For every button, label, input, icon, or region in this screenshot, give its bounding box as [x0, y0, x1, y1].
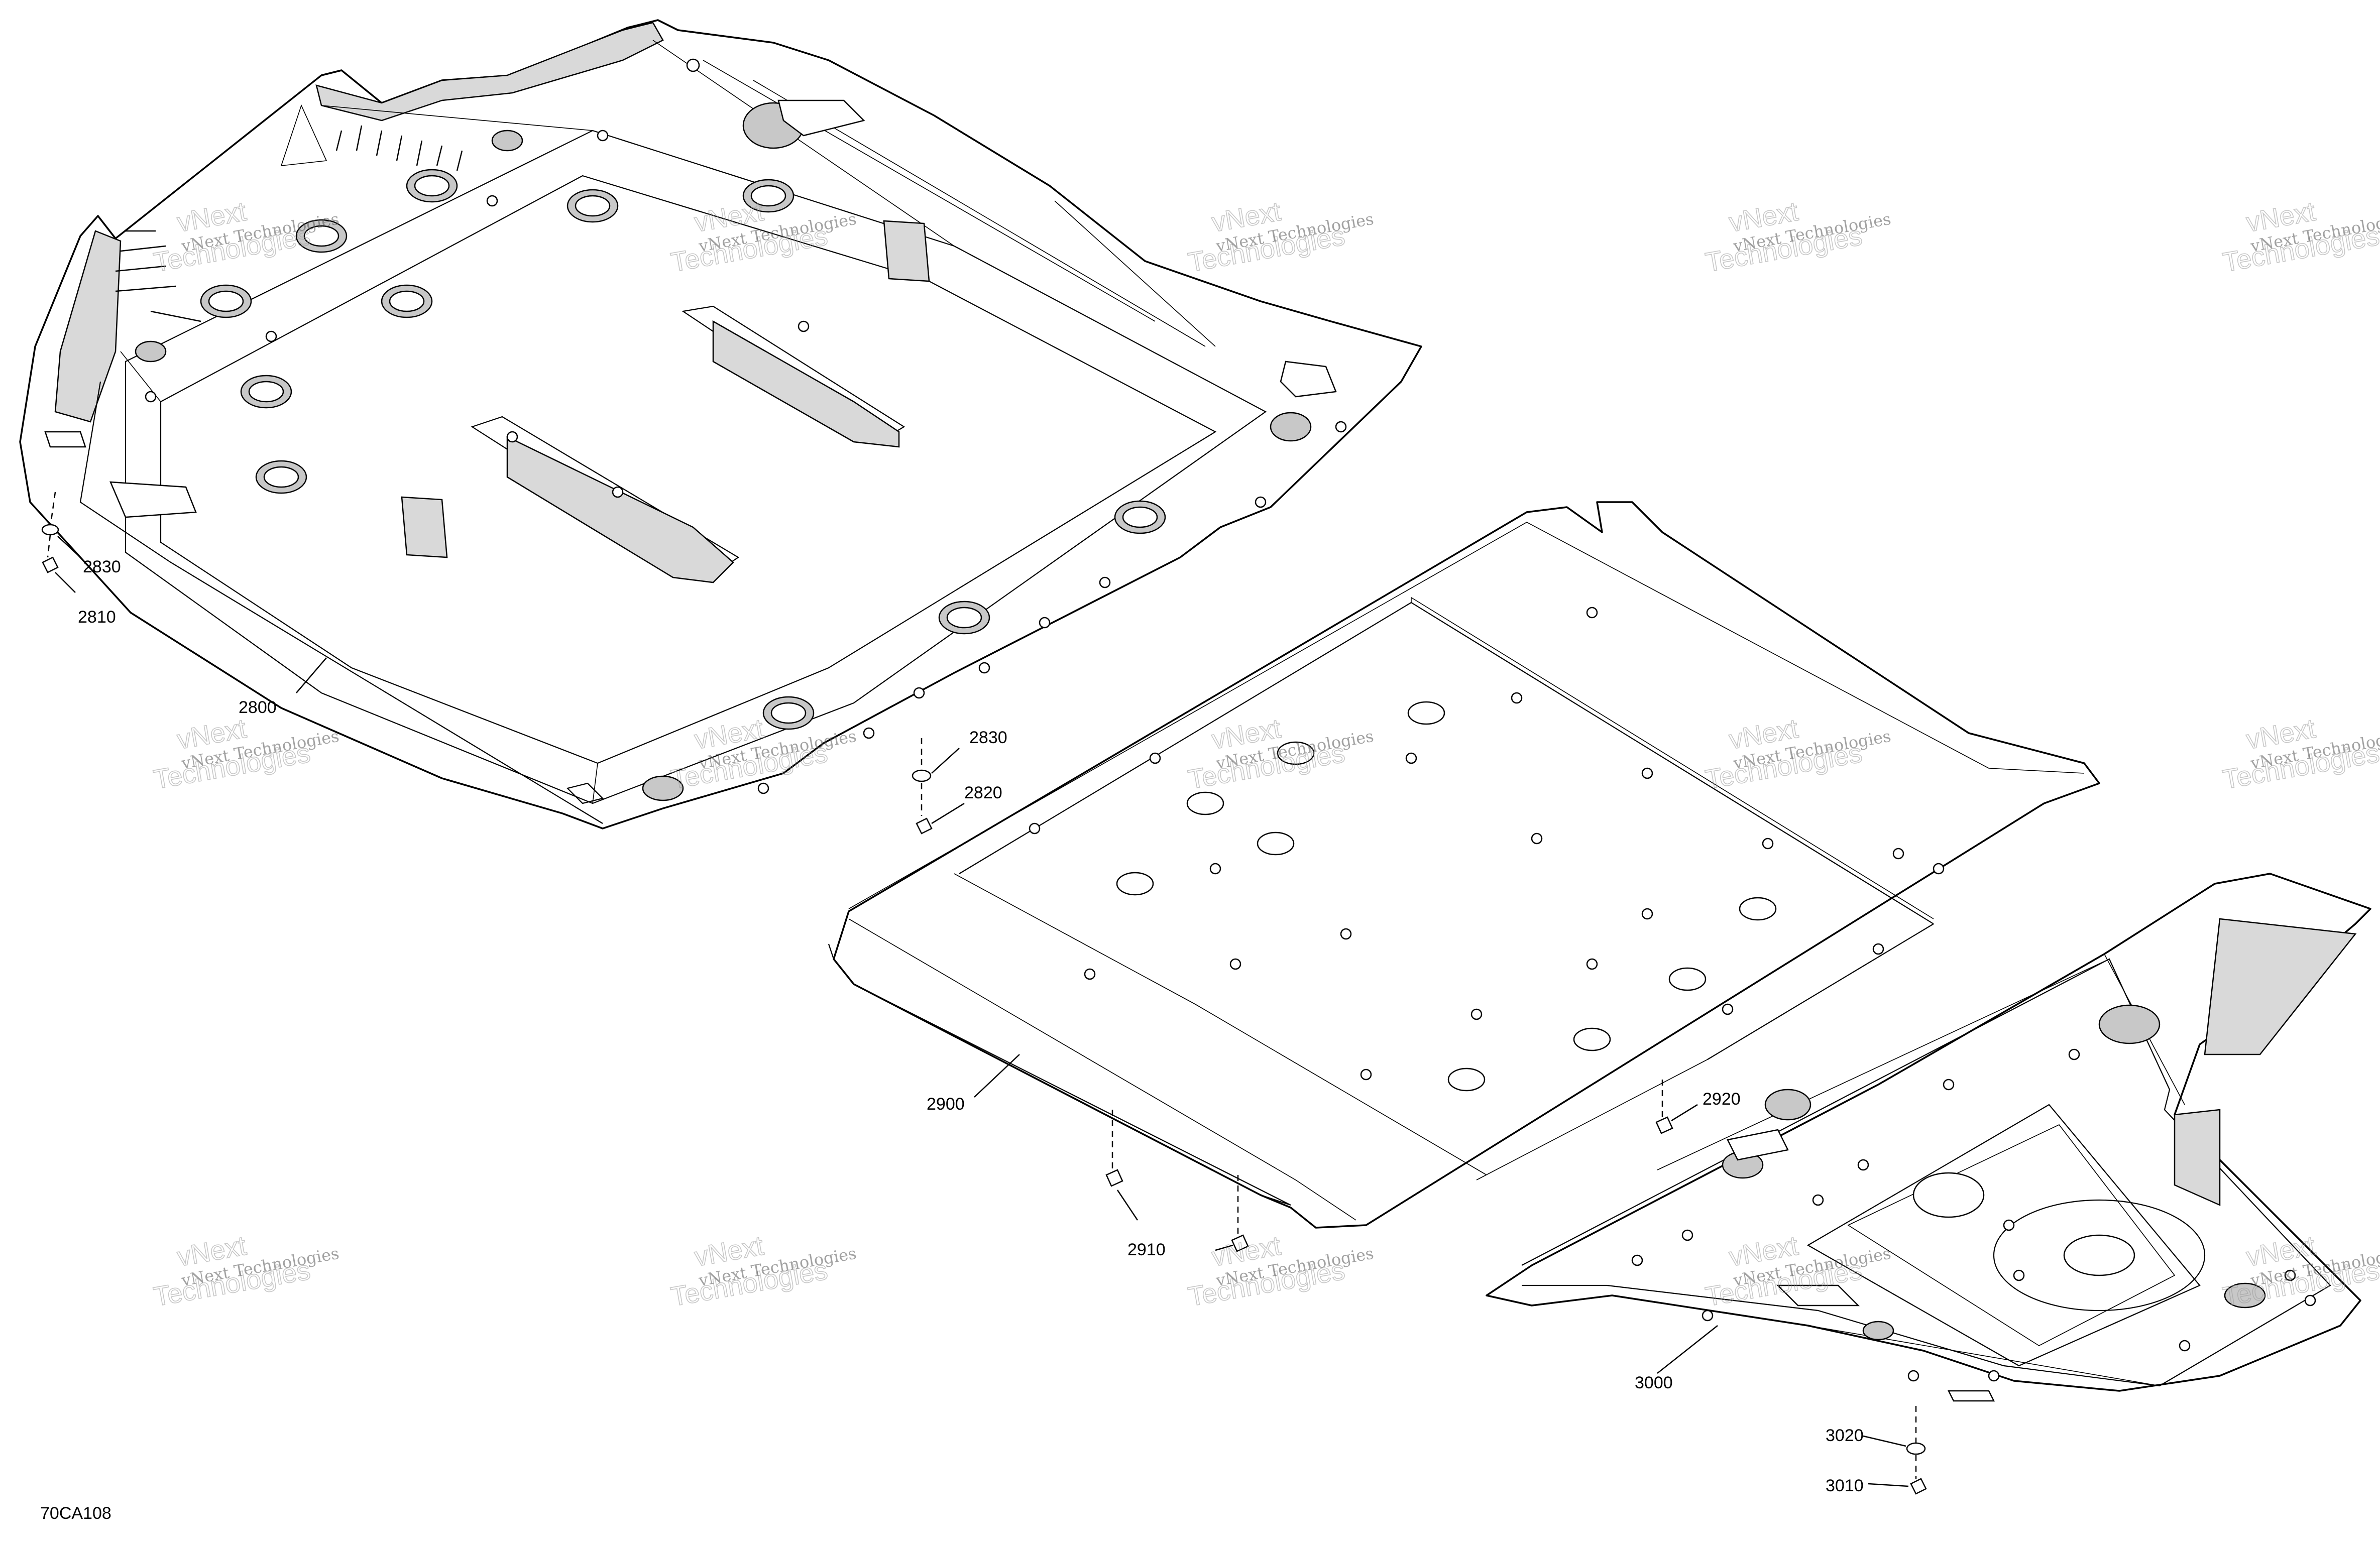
washer-2830 — [912, 769, 932, 782]
nut-2910-a — [1105, 1169, 1123, 1187]
center-plate-fasteners — [1029, 607, 1945, 1081]
nut-2920 — [1655, 1116, 1673, 1134]
nut-2910-b — [1231, 1234, 1249, 1252]
hardware-3020-3010 — [1863, 1406, 1927, 1495]
leader-2900 — [974, 1054, 1020, 1098]
watermark: vNext Technologies vNext Technologies — [1703, 196, 1892, 278]
callout-2810: 2810 — [78, 608, 116, 627]
drawing-id: 70CA108 — [40, 1504, 111, 1523]
front-plate-side-pockets — [44, 99, 1337, 801]
watermark: vNext Technologies vNext Technologies — [1186, 1230, 1375, 1313]
center-plate-holes — [1116, 701, 1777, 1092]
callout-3000: 3000 — [1635, 1373, 1673, 1392]
leader-2800 — [296, 657, 327, 693]
hardware-2910 — [1105, 1110, 1249, 1252]
front-plate-edge-fasteners — [145, 58, 1347, 794]
callout-2830-center: 2830 — [969, 728, 1007, 747]
front-plate-vent-slots — [115, 125, 463, 322]
front-plate-drain-holes — [135, 102, 1166, 730]
nut-2820 — [916, 817, 933, 835]
rear-plate-fasteners — [1631, 1048, 2316, 1382]
washer-2830 — [41, 524, 59, 536]
callout-2800: 2800 — [239, 698, 277, 717]
callout-3020: 3020 — [1826, 1426, 1864, 1445]
part-2800-front-skid-plate — [19, 19, 1422, 829]
callout-labels: 2830 2810 2800 2830 2820 2900 2910 2920 … — [40, 557, 1864, 1523]
part-2900-center-skid-plate — [828, 501, 2100, 1229]
callout-2820: 2820 — [964, 783, 1002, 802]
hardware-2830-2810-left — [41, 492, 81, 593]
watermark: vNext Technologies vNext Technologies — [1186, 196, 1375, 278]
callout-3010: 3010 — [1826, 1476, 1864, 1495]
watermark: vNext Technologies vNext Technologies — [668, 1230, 858, 1313]
nut-2810 — [42, 556, 59, 573]
watermark: vNext Technologies vNext Technologies — [2220, 713, 2380, 795]
nut-3010 — [1910, 1478, 1927, 1495]
callout-2830-left: 2830 — [83, 557, 121, 576]
part-3000-rear-skid-plate — [1486, 873, 2371, 1402]
watermark: vNext Technologies vNext Technologies — [2220, 196, 2380, 278]
callout-2920: 2920 — [1703, 1090, 1741, 1109]
callout-2910: 2910 — [1127, 1240, 1166, 1259]
hardware-2830-2820-center — [912, 738, 965, 835]
callout-2900: 2900 — [927, 1095, 965, 1114]
hardware-2920 — [1655, 1080, 1698, 1134]
washer-3020 — [1906, 1442, 1926, 1455]
watermark: vNext Technologies vNext Technologies — [151, 1230, 341, 1313]
leader-3000 — [1657, 1325, 1718, 1374]
